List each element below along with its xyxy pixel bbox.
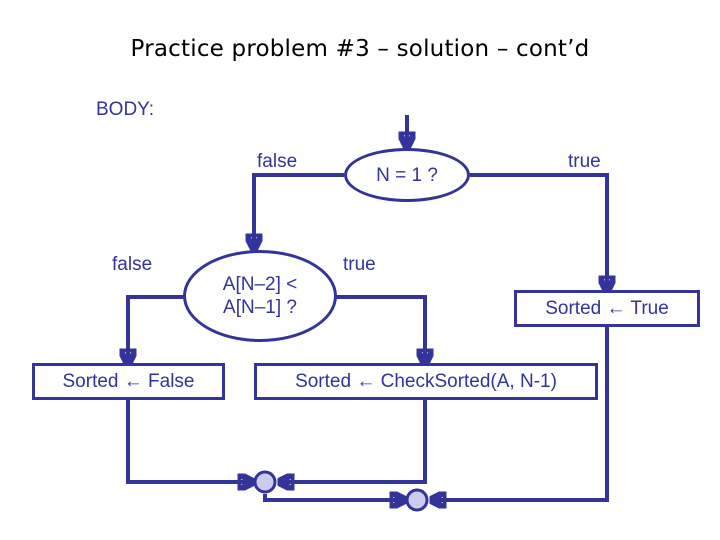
process-sorted-checksorted[interactable]: Sorted ← CheckSorted(A, N-1) bbox=[254, 363, 598, 400]
junction-merge-right bbox=[405, 488, 429, 512]
wire-compare-true bbox=[336, 295, 425, 363]
wire-sorted-false-to-merge-left bbox=[126, 400, 252, 482]
decision-compare-line2: A[N–1] ? bbox=[223, 297, 297, 318]
section-label-body: BODY: bbox=[96, 99, 155, 120]
junction-merge-left bbox=[253, 470, 277, 494]
branch-label-compare-false: false bbox=[112, 254, 153, 275]
wire-sorted-true-to-merge-right bbox=[432, 327, 609, 500]
branch-label-compare-true: true bbox=[343, 254, 376, 275]
decision-n-equals-1-label: N = 1 ? bbox=[376, 164, 438, 186]
wire-n-eq-1-false bbox=[254, 173, 344, 248]
page-title: Practice problem #3 – solution – cont’d bbox=[130, 36, 590, 62]
branch-label-n-eq-1-false: false bbox=[257, 151, 298, 172]
process-sorted-false-label: Sorted ← False bbox=[62, 370, 195, 392]
wire-checksorted-to-merge-left bbox=[280, 400, 427, 482]
decision-n-equals-1[interactable]: N = 1 ? bbox=[344, 148, 470, 202]
wire-merge-left-to-merge-right bbox=[263, 494, 404, 500]
branch-label-n-eq-1-true: true bbox=[568, 151, 601, 172]
decision-compare-elements[interactable]: A[N–2] < A[N–1] ? bbox=[183, 250, 337, 342]
process-sorted-true[interactable]: Sorted ← True bbox=[514, 290, 700, 327]
process-sorted-checksorted-label: Sorted ← CheckSorted(A, N-1) bbox=[295, 370, 557, 392]
wire-compare-false bbox=[128, 295, 184, 363]
process-sorted-false[interactable]: Sorted ← False bbox=[32, 363, 225, 400]
decision-compare-line1: A[N–2] < bbox=[222, 274, 298, 295]
wire-n-eq-1-true bbox=[470, 173, 607, 290]
process-sorted-true-label: Sorted ← True bbox=[545, 297, 669, 319]
